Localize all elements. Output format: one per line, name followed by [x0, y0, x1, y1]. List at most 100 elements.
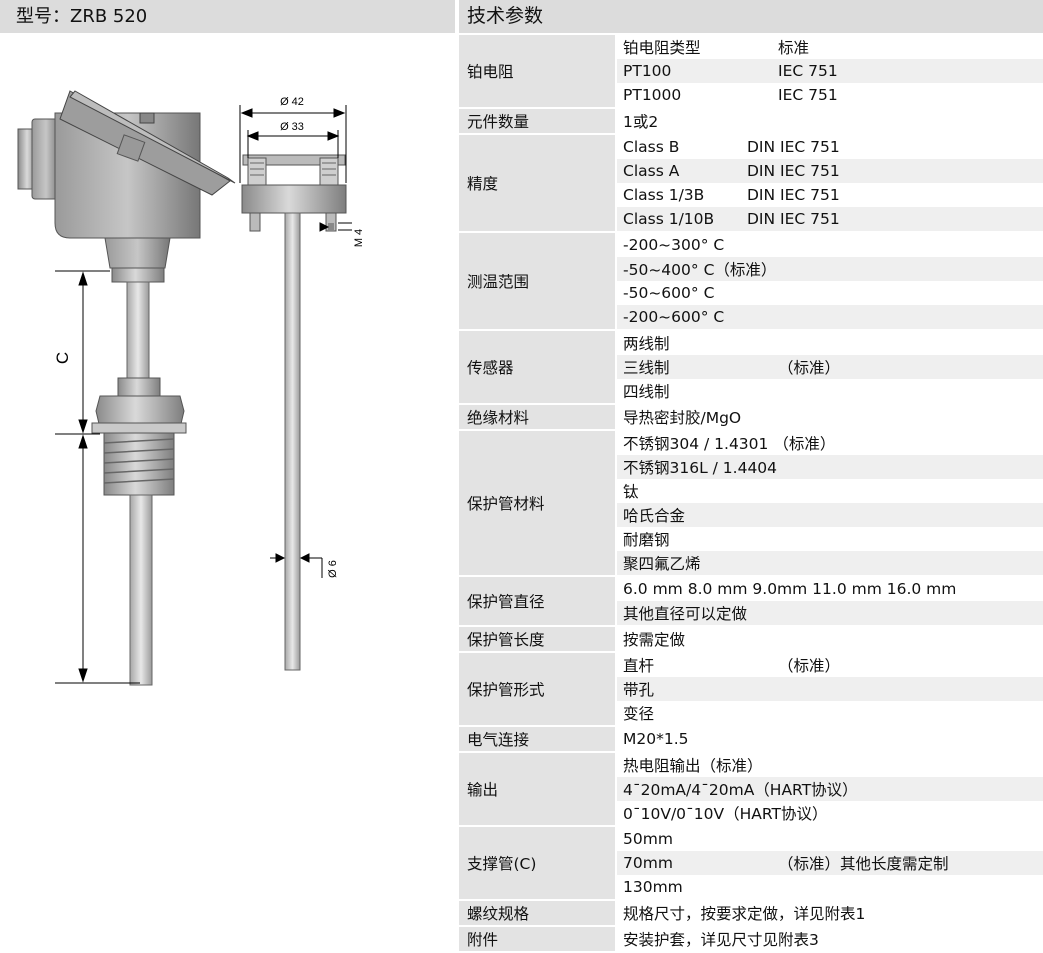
spec-value: Class B [623, 138, 680, 156]
spec-value: 四线制 [623, 383, 670, 401]
spec-value: 钛 [623, 483, 639, 501]
spec-values: 导热密封胶/MgO [616, 404, 1043, 431]
spec-label: 输出 [459, 752, 617, 827]
spec-value-line: PT100 IEC 751 [617, 59, 1043, 83]
spec-value: -50~400° C（标准） [623, 261, 777, 279]
dim-6-lines [270, 553, 323, 578]
spec-row: 保护管长度按需定做 [459, 626, 1043, 653]
spec-standard: IEC 751 [778, 86, 838, 104]
spec-row: 保护管材料不锈钢304 / 1.4301 （标准）不锈钢316L / 1.440… [459, 430, 1043, 577]
spec-value: 50mm [623, 830, 673, 848]
spec-values: 6.0 mm 8.0 mm 9.0mm 11.0 mm 16.0 mm 其他直径可… [616, 576, 1043, 627]
spec-value: 三线制 [623, 359, 670, 377]
spec-standard: DIN IEC 751 [747, 162, 840, 180]
spec-values: 两线制三线制 （标准） 四线制 [616, 330, 1043, 405]
dim-m4-lines [319, 222, 352, 232]
spec-value-line: 变径 [617, 701, 1043, 725]
spec-standard: DIN IEC 751 [747, 138, 840, 156]
spec-value: 导热密封胶/MgO [623, 409, 742, 427]
spec-value-line: 耐磨钢 [617, 527, 1043, 551]
spec-value-line: 130mm [617, 875, 1043, 899]
dimension-c [55, 270, 140, 684]
spec-value: 4¯20mA/4¯20mA（HART协议） [623, 781, 858, 799]
spec-value: 变径 [623, 705, 655, 723]
spec-value: PT100 [623, 62, 672, 80]
spec-standard: DIN IEC 751 [747, 210, 840, 228]
spec-value: 按需定做 [623, 631, 686, 649]
spec-value: 130mm [623, 878, 683, 896]
spec-value: 带孔 [623, 681, 655, 699]
spec-value: 两线制 [623, 335, 670, 353]
compression-fitting [91, 377, 187, 496]
spec-value: Class 1/3B [623, 186, 705, 204]
spec-value-line: 0¯10V/0¯10V（HART协议） [617, 801, 1043, 825]
spec-label: 保护管直径 [459, 576, 617, 627]
spec-value-line: -200~600° C [617, 305, 1043, 329]
spec-row: 附件安装护套，详见尺寸见附表3 [459, 926, 1043, 953]
spec-value: 规格尺寸，按要求定做，详见附表1 [623, 905, 866, 923]
spec-value-line: -50~600° C [617, 281, 1043, 305]
protection-tube [129, 494, 153, 686]
spec-label: 附件 [459, 926, 617, 953]
spec-value-line: 按需定做 [617, 627, 1043, 651]
dim-6-label: Ø 6 [327, 560, 339, 578]
spec-values: 1或2 [616, 108, 1043, 135]
spec-value-line: 50mm [617, 827, 1043, 851]
spec-value-line: 哈氏合金 [617, 503, 1043, 527]
spec-label: 传感器 [459, 330, 617, 405]
spec-values: 安装护套，详见尺寸见附表3 [616, 926, 1043, 953]
spec-label: 绝缘材料 [459, 404, 617, 431]
spec-value: -50~600° C [623, 284, 715, 302]
spec-value: 70mm [623, 854, 673, 872]
spec-label: 测温范围 [459, 232, 617, 331]
spec-value: 不锈钢304 / 1.4301 （标准） [623, 435, 836, 453]
spec-value-line: Class B DIN IEC 751 [617, 135, 1043, 159]
spec-standard: （标准） [778, 359, 841, 377]
spec-value: PT1000 [623, 86, 682, 104]
spec-label: 保护管长度 [459, 626, 617, 653]
support-tube [126, 281, 150, 379]
spec-standard: IEC 751 [778, 62, 838, 80]
product-drawing: C Ø 42 Ø 33 M 4 Ø 6 [17, 90, 365, 686]
spec-value-line: 钛 [617, 479, 1043, 503]
spec-value-line: 直杆 （标准） [617, 653, 1043, 677]
dim-42-label: Ø 42 [280, 96, 304, 108]
spec-value-line: 其他直径可以定做 [617, 601, 1043, 625]
spec-value: 哈氏合金 [623, 507, 686, 525]
spec-values: M20*1.5 [616, 726, 1043, 753]
spec-label: 元件数量 [459, 108, 617, 135]
spec-value: 直杆 [623, 657, 655, 675]
spec-value: 其他直径可以定做 [623, 605, 748, 623]
spec-row: 输出热电阻输出（标准）4¯20mA/4¯20mA（HART协议）0¯10V/0¯… [459, 752, 1043, 827]
spec-standard: （标准） [778, 657, 841, 675]
spec-label: 铂电阻 [459, 35, 617, 109]
spec-values: 规格尺寸，按要求定做，详见附表1 [616, 900, 1043, 927]
label-c: C [53, 352, 72, 364]
spec-value-line: M20*1.5 [617, 727, 1043, 751]
spec-value-line: 不锈钢316L / 1.4404 [617, 455, 1043, 479]
spec-value-line: 聚四氟乙烯 [617, 551, 1043, 575]
spec-value-line: 不锈钢304 / 1.4301 （标准） [617, 431, 1043, 455]
spec-value-line: 6.0 mm 8.0 mm 9.0mm 11.0 mm 16.0 mm [617, 577, 1043, 601]
spec-value: 6.0 mm 8.0 mm 9.0mm 11.0 mm 16.0 mm [623, 580, 957, 598]
spec-values: -200~300° C -50~400° C（标准） -50~600° C -200~… [616, 232, 1043, 331]
spec-value: 铂电阻类型 [623, 39, 701, 57]
spec-value-line: 三线制 （标准） [617, 355, 1043, 379]
spec-values: 直杆 （标准） 带孔变径 [616, 652, 1043, 727]
spec-value-line: 1或2 [617, 109, 1043, 133]
spec-row: 绝缘材料导热密封胶/MgO [459, 404, 1043, 431]
spec-value-line: PT1000 IEC 751 [617, 83, 1043, 107]
spec-value: -200~300° C [623, 236, 725, 254]
spec-values: 不锈钢304 / 1.4301 （标准） 不锈钢316L / 1.4404 钛哈氏合… [616, 430, 1043, 577]
spec-value-line: 两线制 [617, 331, 1043, 355]
